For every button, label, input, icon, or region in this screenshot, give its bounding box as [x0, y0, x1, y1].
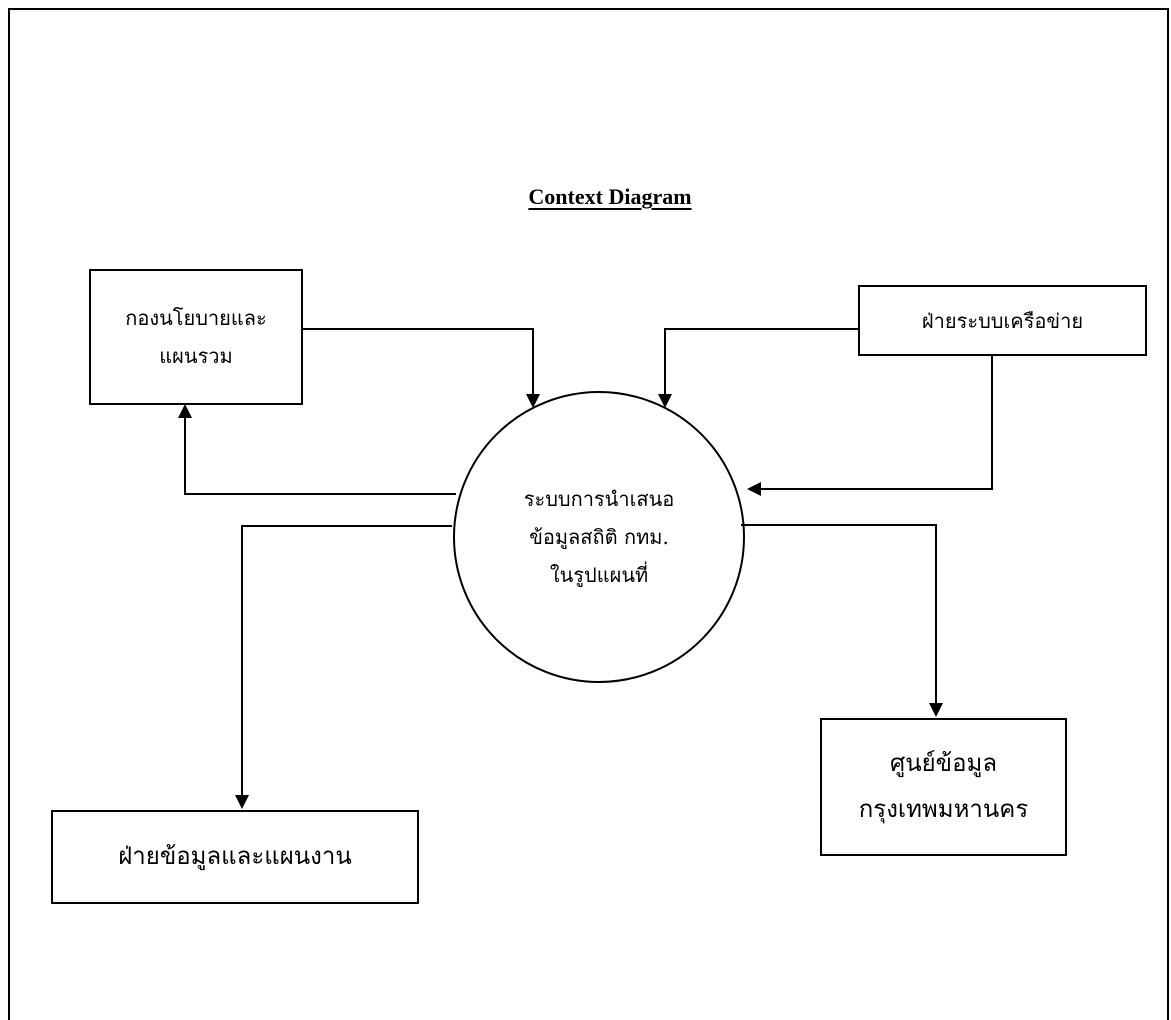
flow-process-to-data-center: [741, 524, 937, 704]
diagram-title: Context Diagram: [528, 184, 692, 209]
entity-bangkok-data-center-line-1: ศูนย์ข้อมูล: [889, 749, 998, 778]
entity-bangkok-data-center-line-2: กรุงเทพมหานคร: [858, 795, 1029, 823]
arrowhead-to-process-top-left: [526, 394, 540, 408]
entity-data-plan-section-line-1: ฝ่ายข้อมูลและแผนงาน: [118, 842, 352, 871]
flow-network-to-process-top: [664, 328, 859, 394]
entity-bangkok-data-center: ศูนย์ข้อมูล กรุงเทพมหานคร: [820, 718, 1067, 856]
arrowhead-to-policy-division: [178, 404, 192, 418]
entity-network-section-line-1: ฝ่ายระบบเครือข่าย: [921, 308, 1084, 333]
page-frame: [8, 8, 1169, 1020]
process-label-line-3: ในรูปแผนที่: [549, 563, 649, 587]
arrowhead-to-data-center: [929, 703, 943, 717]
process-label: ระบบการนำเสนอ ข้อมูลสถิติ กทม. ในรูปแผนท…: [456, 462, 742, 612]
arrowhead-to-process-right: [747, 482, 761, 496]
flow-process-to-policy: [184, 417, 456, 495]
flow-policy-to-process: [303, 328, 534, 394]
entity-data-plan-section: ฝ่ายข้อมูลและแผนงาน: [51, 810, 419, 904]
entity-policy-division-line-2: แผนรวม: [159, 344, 233, 368]
process-label-line-2: ข้อมูลสถิติ กทม.: [529, 525, 669, 549]
entity-policy-division: กองนโยบายและ แผนรวม: [89, 269, 303, 405]
process-circle: [453, 391, 745, 683]
flow-network-to-process-side: [760, 356, 993, 490]
arrowhead-to-process-top-right: [658, 394, 672, 408]
entity-policy-division-line-1: กองนโยบายและ: [125, 306, 267, 330]
entity-network-section: ฝ่ายระบบเครือข่าย: [858, 285, 1147, 356]
flow-process-to-data-plan: [241, 525, 452, 796]
process-label-line-1: ระบบการนำเสนอ: [523, 487, 675, 511]
arrowhead-to-data-plan-section: [235, 795, 249, 809]
